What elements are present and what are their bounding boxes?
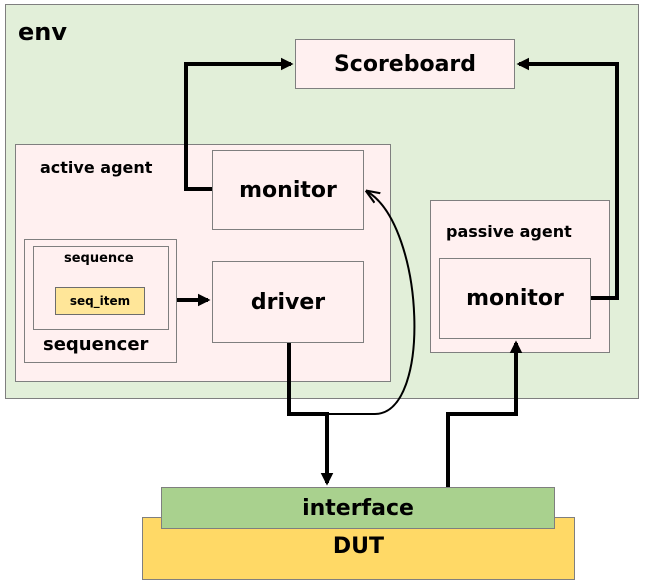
passive-monitor-block: monitor (439, 258, 591, 339)
active-agent-label: active agent (40, 158, 153, 177)
arrow-passive-monitor-to-scoreboard (516, 57, 619, 300)
driver-block: driver (212, 261, 364, 343)
env-title: env (18, 18, 68, 46)
arrow-driver-to-interface (287, 343, 334, 486)
sequencer-label: sequencer (43, 334, 149, 355)
scoreboard-block: Scoreboard (295, 39, 515, 89)
seq-item-block: seq_item (55, 287, 145, 315)
active-monitor-block: monitor (212, 150, 364, 230)
passive-agent-label: passive agent (446, 222, 572, 241)
arrow-active-monitor-to-scoreboard (184, 57, 294, 191)
sequence-label: sequence (64, 251, 134, 266)
interface-block: interface (161, 487, 555, 529)
arrow-interface-to-passive-monitor (446, 340, 523, 487)
arrow-interface-to-active-monitor (327, 192, 416, 415)
